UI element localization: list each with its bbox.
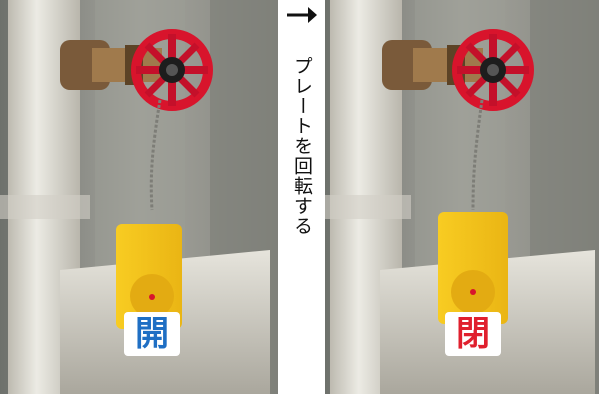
plate-text-open: 開 (135, 314, 169, 354)
caption-rotate-plate: プレートを回転する (291, 56, 313, 236)
middle-caption-area: プレートを回転する (278, 0, 325, 394)
left-photo: 開 (0, 0, 278, 394)
chain (471, 99, 484, 211)
right-photo: 閉 (325, 0, 599, 394)
chain (149, 99, 162, 211)
right-arrow-icon (287, 7, 317, 23)
plate-text-closed: 閉 (456, 314, 490, 354)
valve-handle (452, 29, 534, 111)
valve-handle (131, 29, 213, 111)
